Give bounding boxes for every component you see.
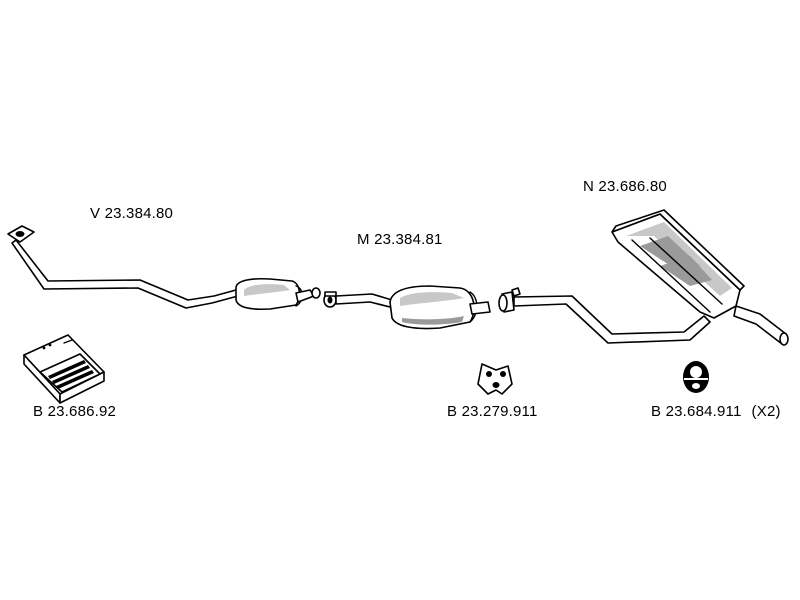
front-pipe-label: V 23.384.80 xyxy=(90,205,174,222)
fitting-kit-label: B 23.686.92 xyxy=(33,403,117,420)
rear-silencer-body xyxy=(611,209,745,319)
rubber-mount-label: B 23.684.911 (X2) xyxy=(651,403,781,420)
middle-clamp xyxy=(323,291,337,308)
catalytic-converter xyxy=(235,277,303,311)
rubber-mount-code: B 23.684.911 xyxy=(651,403,742,420)
rear-clamp xyxy=(498,287,521,313)
rear-silencer-label: N 23.686.80 xyxy=(583,178,667,195)
gasket-label: B 23.279.911 xyxy=(447,403,538,420)
middle-silencer-label: M 23.384.81 xyxy=(357,231,443,248)
rubber-mount-qty: (X2) xyxy=(751,403,781,420)
